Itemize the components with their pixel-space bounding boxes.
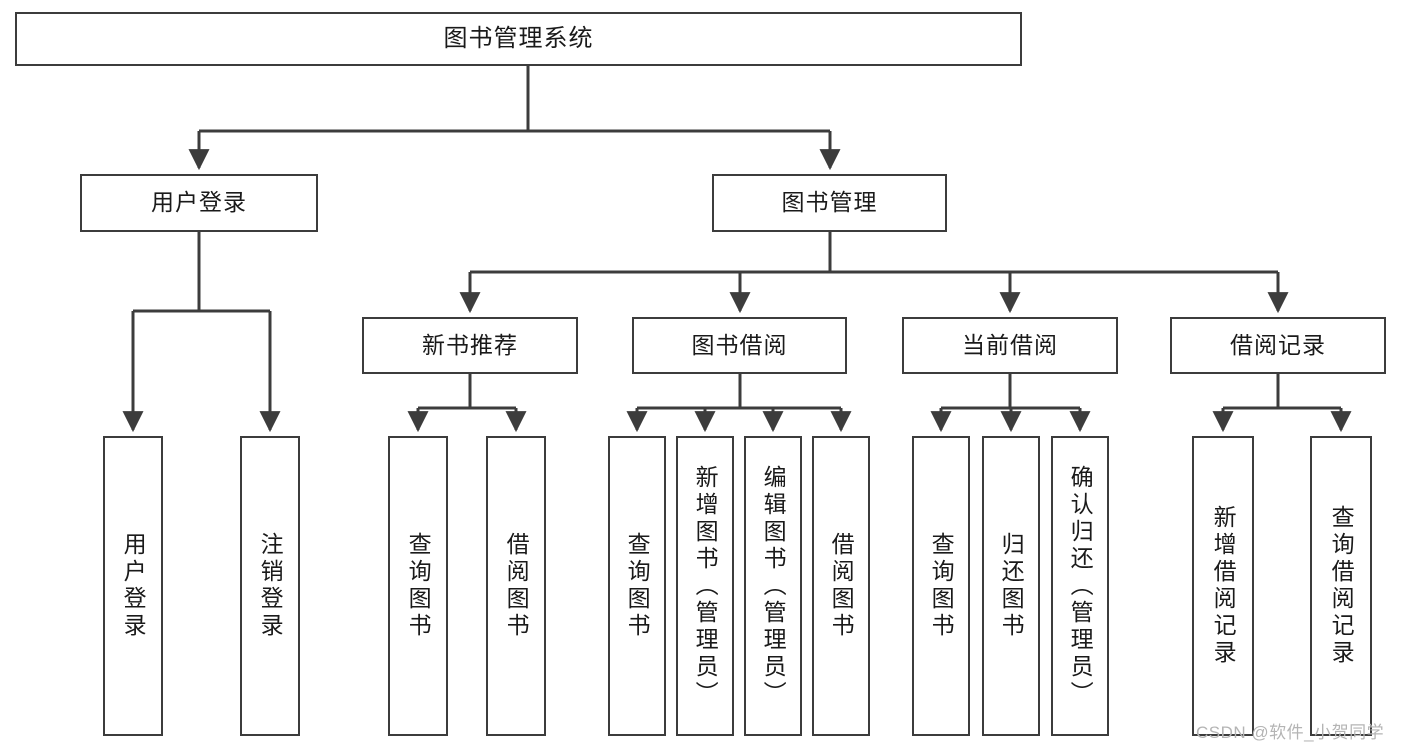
node-leaf-query-book-3[interactable]: 查询图书 <box>912 436 970 736</box>
node-leaf-query-record[interactable]: 查询借阅记录 <box>1310 436 1372 736</box>
node-leaf-add-book[interactable]: 新增图书（管理员） <box>676 436 734 736</box>
node-book-borrow[interactable]: 图书借阅 <box>632 317 847 374</box>
node-current-borrow[interactable]: 当前借阅 <box>902 317 1118 374</box>
node-user-login[interactable]: 用户登录 <box>80 174 318 232</box>
node-leaf-logout[interactable]: 注销登录 <box>240 436 300 736</box>
node-leaf-confirm-return[interactable]: 确认归还（管理员） <box>1051 436 1109 736</box>
node-leaf-user-login[interactable]: 用户登录 <box>103 436 163 736</box>
csdn-watermark: CSDN @软件_小贺同学 <box>1196 723 1385 742</box>
node-book-management[interactable]: 图书管理 <box>712 174 947 232</box>
node-leaf-edit-book[interactable]: 编辑图书（管理员） <box>744 436 802 736</box>
node-leaf-return-book[interactable]: 归还图书 <box>982 436 1040 736</box>
node-root[interactable]: 图书管理系统 <box>15 12 1022 66</box>
node-leaf-add-record[interactable]: 新增借阅记录 <box>1192 436 1254 736</box>
node-leaf-query-book-1[interactable]: 查询图书 <box>388 436 448 736</box>
node-borrow-records[interactable]: 借阅记录 <box>1170 317 1386 374</box>
node-new-book-recommend[interactable]: 新书推荐 <box>362 317 578 374</box>
node-leaf-borrow-book-1[interactable]: 借阅图书 <box>486 436 546 736</box>
node-leaf-borrow-book-2[interactable]: 借阅图书 <box>812 436 870 736</box>
node-leaf-query-book-2[interactable]: 查询图书 <box>608 436 666 736</box>
